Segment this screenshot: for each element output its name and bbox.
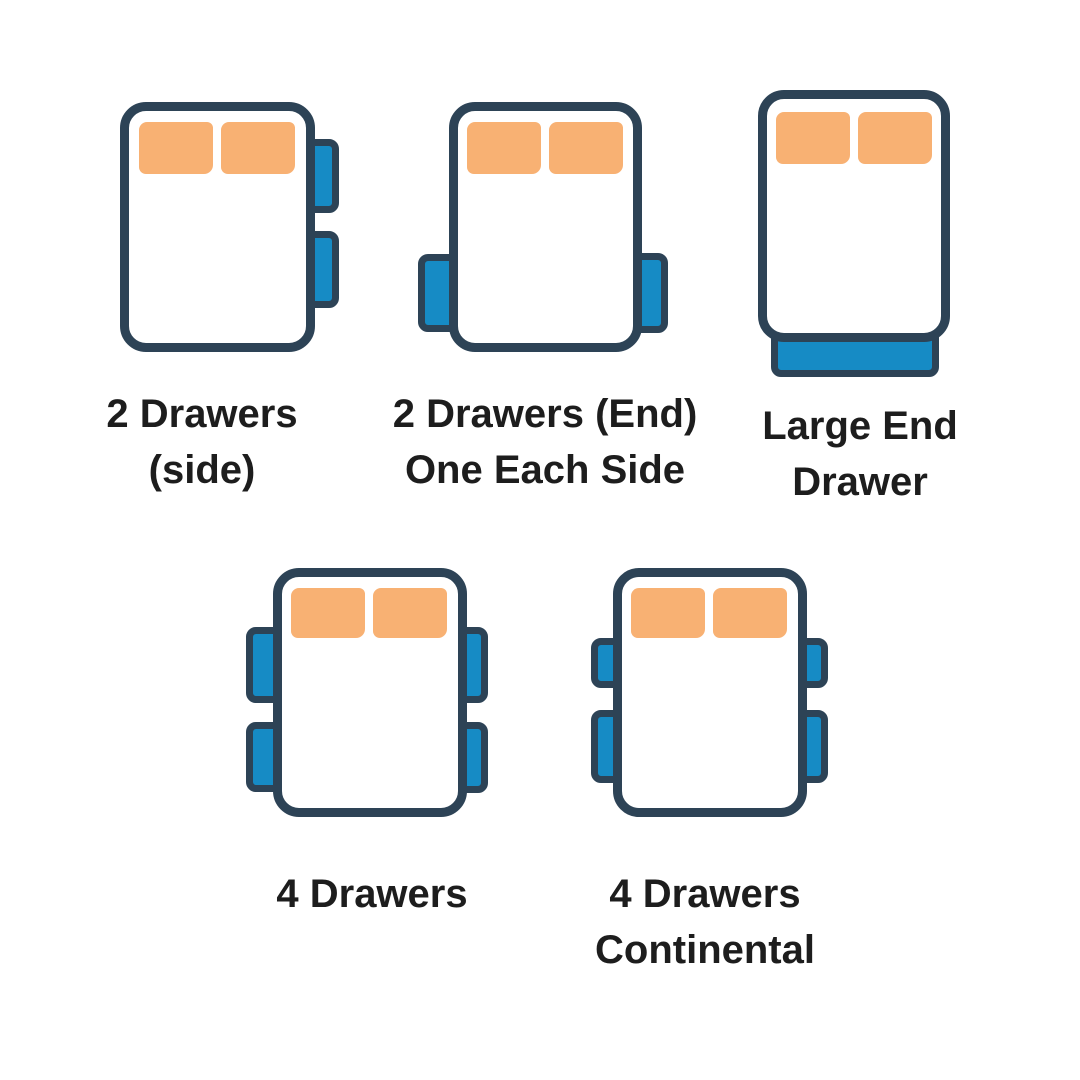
pillow-icon-left <box>467 122 541 174</box>
figure-label-line: 4 Drawers <box>609 872 801 916</box>
pillow-icon-right <box>373 588 447 638</box>
figure-label-line: Continental <box>595 928 815 972</box>
pillow-icon-right <box>549 122 623 174</box>
figure-label-line: 2 Drawers (End) <box>392 392 698 436</box>
figure-label-line: 4 Drawers <box>276 872 468 916</box>
pillow-icon-left <box>291 588 365 638</box>
figure-label: 4 Drawers Continental <box>575 866 835 978</box>
figure-label: 4 Drawers <box>242 866 502 922</box>
pillow-icon-left <box>631 588 705 638</box>
figure-label: 2 Drawers (End) One Each Side <box>380 386 710 498</box>
figure-label: 2 Drawers (side) <box>72 386 332 498</box>
figure-label-line: Drawer <box>792 460 928 504</box>
figure-label-line: 2 Drawers <box>106 392 298 436</box>
pillow-icon-left <box>139 122 213 174</box>
pillow-icon-right <box>858 112 932 164</box>
figure-label-line: One Each Side <box>404 448 686 492</box>
figure-label-line: Large End <box>762 404 958 448</box>
figure-label-line: (side) <box>148 448 256 492</box>
figure-label: Large End Drawer <box>728 398 992 510</box>
pillow-icon-right <box>221 122 295 174</box>
pillow-icon-right <box>713 588 787 638</box>
pillow-icon-left <box>776 112 850 164</box>
